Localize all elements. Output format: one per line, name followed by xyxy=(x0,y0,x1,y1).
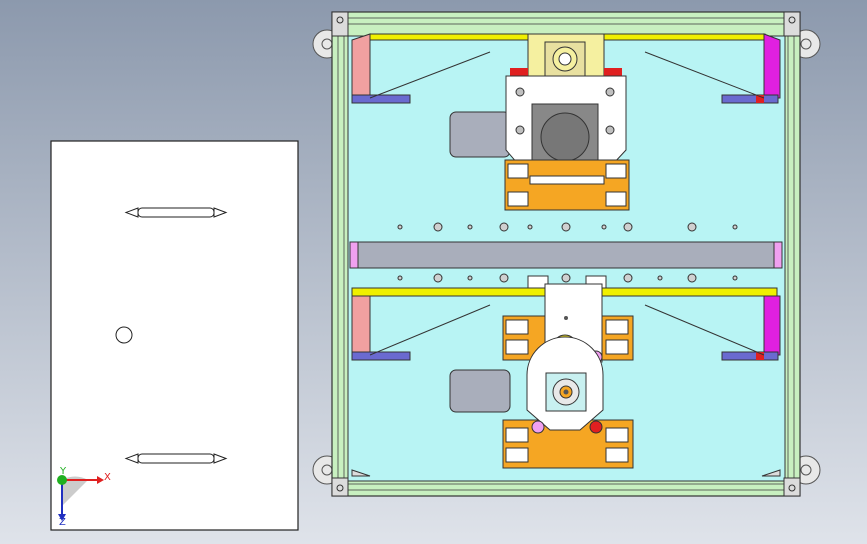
side-plate-part[interactable] xyxy=(50,140,299,531)
z-axis-label: Z xyxy=(59,517,66,528)
mid-holes-lower xyxy=(397,273,738,283)
upper-module[interactable] xyxy=(351,33,781,211)
frame-assembly[interactable] xyxy=(312,11,821,497)
mid-holes-upper xyxy=(397,222,738,232)
coordinate-triad: X Y Z xyxy=(57,466,111,528)
y-axis-dot xyxy=(57,475,67,485)
lower-slot xyxy=(124,453,228,464)
corner-fittings xyxy=(331,11,801,497)
center-hole xyxy=(115,326,133,344)
x-axis-arrow xyxy=(97,476,104,484)
x-axis-label: X xyxy=(104,472,111,483)
z-axis-arrow xyxy=(58,514,66,521)
y-axis-label: Y xyxy=(59,466,67,477)
center-slot-bar xyxy=(349,241,783,269)
lower-module[interactable] xyxy=(351,275,781,469)
upper-slot xyxy=(124,207,228,218)
